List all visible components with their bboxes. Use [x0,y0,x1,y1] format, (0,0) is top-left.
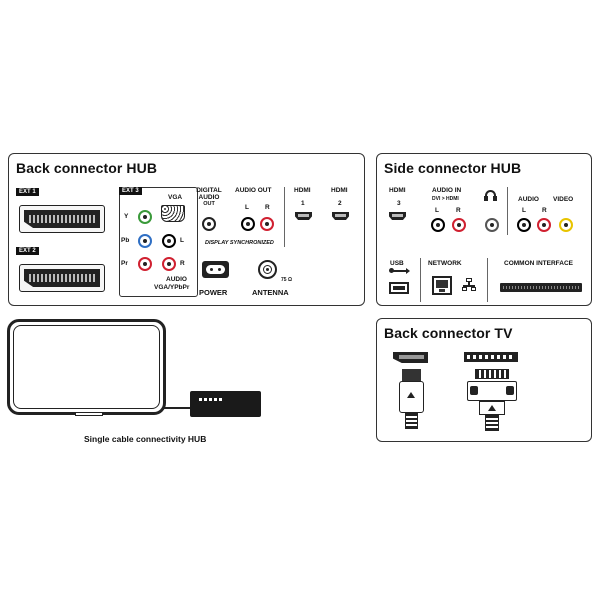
side-divider-2 [420,258,421,302]
back-tv-title: Back connector TV [384,325,513,341]
hdmi2-number: 2 [338,200,342,207]
ext1-label: EXT 1 [16,188,39,196]
usb-icon [389,268,410,274]
audio-out-r-jack[interactable] [260,217,274,231]
hdmi1-number: 1 [301,200,305,207]
ext1-scart-port[interactable] [19,205,105,233]
hdmi2-label: HDMI [331,187,348,194]
side-audio-l-jack[interactable] [517,218,531,232]
hub-caption: Single cable connectivity HUB [84,434,207,444]
tv-socket-2 [464,352,518,362]
ext2-scart-port[interactable] [19,264,105,292]
power-label: POWER [199,288,228,297]
pr-red-jack[interactable] [138,257,152,271]
digital-audio-label-3: OUT [203,201,215,207]
side-audio-r-label: R [542,207,547,214]
hdmi1-label: HDMI [294,187,311,194]
audio-in-l-jack[interactable] [431,218,445,232]
network-icon [462,278,476,292]
side-audio-r-jack[interactable] [537,218,551,232]
headphones-icon [484,190,497,201]
ext3-r-label: R [180,260,185,267]
audio-in-r-jack[interactable] [452,218,466,232]
back-connector-hub-panel: Back connector HUB EXT 1 EXT 2 EXT 3 VGA… [8,153,365,306]
audio-in-label: AUDIO IN [432,187,462,194]
vga-label: VGA [168,194,183,201]
ext3-label: EXT 3 [119,187,142,195]
usb-port[interactable] [389,282,409,294]
hdmi3-number: 3 [397,200,401,207]
vga-port[interactable] [161,205,185,222]
audio-vga-label-2: VGA/YPbPr [154,284,190,291]
common-interface-label: COMMON INTERFACE [504,260,573,267]
audio-out-l-jack[interactable] [241,217,255,231]
hdmi2-port[interactable] [332,212,349,220]
connectivity-hub-box [190,391,261,417]
audio-out-l-label: L [245,204,249,211]
common-interface-slot[interactable] [500,283,582,292]
network-port[interactable] [432,276,452,295]
audio-in-r-label: R [456,207,461,214]
tv-plug-2 [467,369,517,431]
display-sync-label: DISPLAY SYNCHRONIZED [205,240,274,246]
hdmi1-port[interactable] [295,212,312,220]
ext3-group: EXT 3 VGA Y Pb L Pr R AUDIO VGA/YPbPr [119,187,198,297]
side-audio-l-label: L [522,207,526,214]
digital-audio-label-2: AUDIO [198,194,220,201]
hub-cable [164,407,194,409]
hdmi3-port[interactable] [389,212,406,220]
tv-illustration [7,319,166,415]
y-label: Y [124,213,129,220]
side-hub-title: Side connector HUB [384,160,522,176]
antenna-ohm-label: 75 Ω [281,277,292,283]
back-hub-title: Back connector HUB [16,160,158,176]
antenna-label: ANTENNA [252,288,289,297]
pr-label: Pr [121,260,128,267]
network-label: NETWORK [428,260,462,267]
audio-r-red-jack[interactable] [162,257,176,271]
back-connector-tv-panel: Back connector TV [376,318,592,442]
y-green-jack[interactable] [138,210,152,224]
power-port[interactable] [202,261,229,278]
side-connector-hub-panel: Side connector HUB HDMI 3 AUDIO IN DVI >… [376,153,592,306]
divider [284,187,285,247]
headphone-jack[interactable] [485,218,499,232]
hdmi3-label: HDMI [389,187,406,194]
dvi-hdmi-label: DVI > HDMI [432,196,459,202]
tv-stand [75,412,103,416]
pb-label: Pb [121,237,130,244]
tv-socket-1 [393,352,428,363]
audio-in-l-label: L [435,207,439,214]
side-divider [507,187,508,235]
ext2-label: EXT 2 [16,247,39,255]
antenna-port[interactable] [258,260,277,279]
tv-plug-1 [399,369,424,429]
side-divider-3 [487,258,488,302]
audio-l-white-jack[interactable] [162,234,176,248]
audio-out-r-label: R [265,204,270,211]
video-jack[interactable] [559,218,573,232]
usb-label: USB [390,260,404,267]
digital-audio-label-1: DIGITAL [196,187,222,194]
digital-audio-out-jack[interactable] [202,217,216,231]
side-audio-label: AUDIO [518,196,539,203]
ext3-l-label: L [180,237,184,244]
audio-vga-label-1: AUDIO [166,276,187,283]
audio-out-label: AUDIO OUT [235,187,272,194]
video-label: VIDEO [553,196,574,203]
pb-blue-jack[interactable] [138,234,152,248]
